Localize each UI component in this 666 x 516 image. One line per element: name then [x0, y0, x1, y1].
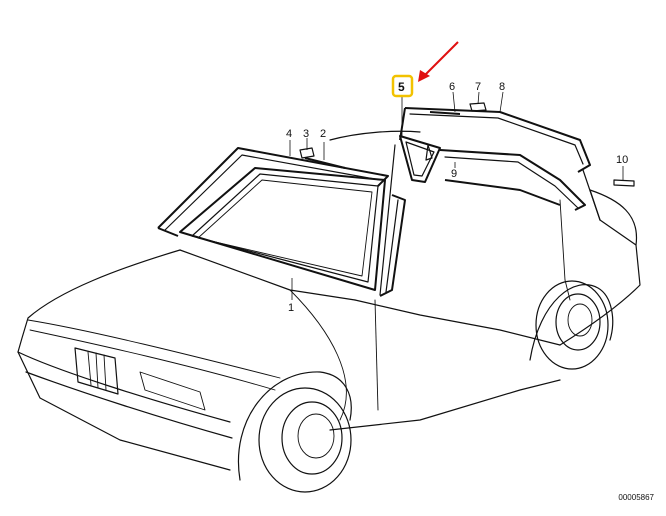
callout-9: 9 [451, 168, 457, 180]
leader-lines [289, 91, 624, 300]
clip-part-7 [469, 102, 487, 112]
callout-2: 2 [320, 128, 326, 140]
callout-6: 6 [449, 81, 455, 93]
callout-10: 10 [616, 154, 628, 166]
rear-window-seal-part-9 [439, 149, 586, 211]
clip-part-10 [613, 179, 635, 187]
callout-4: 4 [286, 128, 292, 140]
callout-7: 7 [475, 81, 481, 93]
callout-5: 5 [398, 80, 405, 94]
windshield-seal-part-4 [157, 147, 406, 297]
red-arrow-icon [418, 41, 459, 82]
rear-wheel [529, 280, 614, 370]
highlight-box [391, 74, 414, 98]
windshield-glass-part-1 [179, 167, 386, 291]
car-body-outline [17, 130, 641, 471]
callout-labels: 1 2 3 4 5 6 7 8 9 10 [286, 80, 628, 314]
rear-window-part-8 [399, 107, 591, 173]
trim-strip-part-6 [429, 111, 461, 115]
front-wheel [238, 371, 352, 493]
callout-8: 8 [499, 81, 505, 93]
quarter-glass-part-5 [399, 135, 441, 183]
diagram-part-code: 00005867 [618, 493, 654, 502]
callout-3: 3 [303, 128, 309, 140]
callout-1: 1 [288, 302, 294, 314]
moulding-strip-part-2 [304, 157, 346, 169]
clip-part-3 [299, 147, 315, 159]
